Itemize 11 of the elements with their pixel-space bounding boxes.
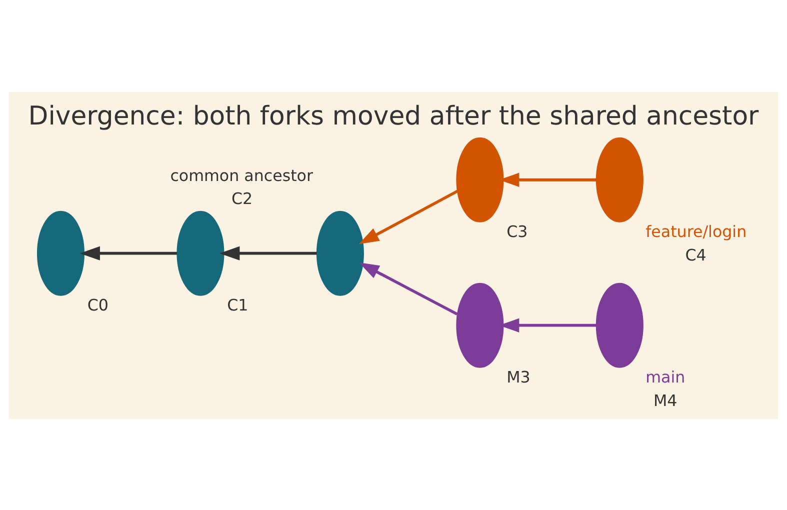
diagram-title: Divergence: both forks moved after the shared ancestor — [28, 100, 759, 131]
node-label: C4 — [685, 244, 706, 264]
node-label: C0 — [87, 295, 109, 314]
node-label: main — [646, 367, 686, 386]
node-label: M4 — [654, 390, 678, 410]
node-label: common ancestor — [170, 166, 314, 185]
node-label: C1 — [227, 295, 248, 314]
node-label: feature/login — [646, 222, 747, 241]
node-label: C3 — [506, 222, 528, 241]
node-label: M3 — [506, 367, 530, 386]
node-label: C2 — [231, 188, 253, 208]
